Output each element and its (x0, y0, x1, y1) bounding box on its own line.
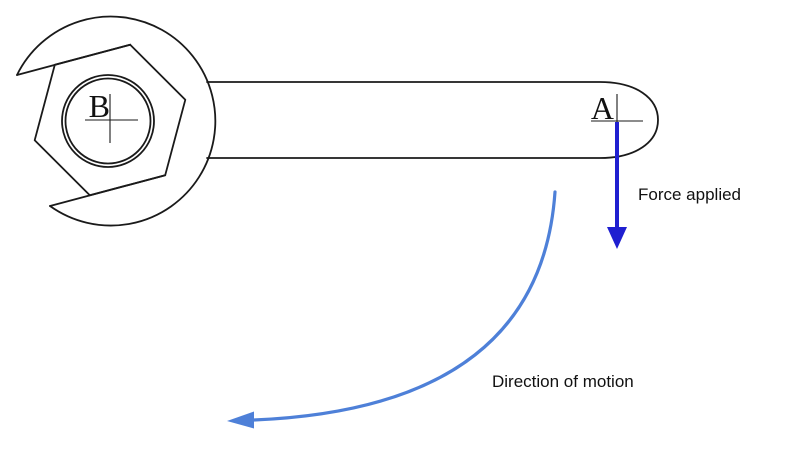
motion-arrow-head (227, 411, 254, 429)
wrench-head-outline (16, 15, 217, 227)
label-direction-of-motion: Direction of motion (492, 372, 634, 391)
wrench-handle (206, 81, 659, 159)
label-point-b: B (89, 88, 110, 124)
force-arrow-head (607, 227, 627, 249)
label-force-applied: Force applied (638, 185, 741, 204)
bolt-circle-outer (61, 74, 155, 168)
bolt-circle-inner (64, 77, 152, 165)
nut-hexagon (33, 43, 187, 197)
motion-arrow-curve (252, 190, 557, 422)
label-point-a: A (591, 90, 614, 126)
